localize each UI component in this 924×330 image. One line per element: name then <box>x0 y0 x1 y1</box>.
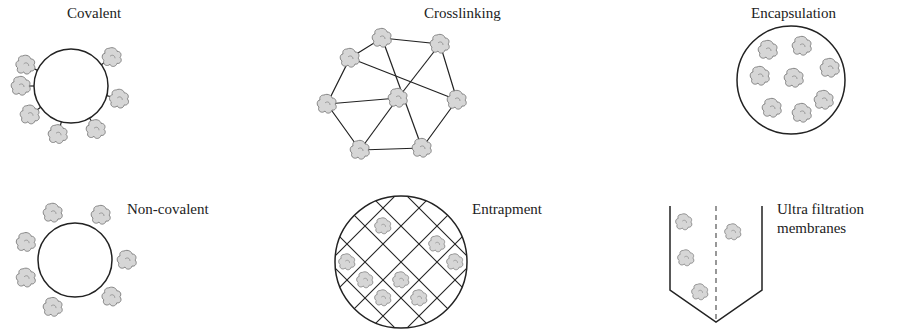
enzyme-blob <box>16 233 35 252</box>
reactor-vessel <box>670 206 762 322</box>
carrier-bead <box>38 223 112 297</box>
enzyme-blob <box>784 68 803 87</box>
method-label: Ultra filtration membranes <box>777 200 889 238</box>
enzyme-blob <box>412 138 431 157</box>
enzyme-blob <box>820 58 839 77</box>
enzyme-blob <box>350 140 369 159</box>
crosslinking-illustration <box>317 28 466 159</box>
enzyme-blob <box>20 105 39 124</box>
enzyme-blob <box>357 272 373 288</box>
enzyme-blob <box>411 290 427 306</box>
capsule <box>737 26 845 134</box>
enzyme-blob <box>11 76 30 95</box>
enzyme-blob <box>692 284 708 300</box>
enzyme-blob <box>750 66 769 85</box>
enzyme-blob <box>375 290 391 306</box>
enzyme-blob <box>814 90 833 109</box>
enzyme-blob <box>109 89 128 108</box>
enzyme-blob <box>317 94 336 113</box>
enzyme-blob <box>430 34 449 53</box>
enzyme-blob <box>388 88 407 107</box>
enzyme-blob <box>117 250 136 269</box>
enzyme-blob <box>102 287 121 306</box>
enzyme-blob <box>792 103 811 122</box>
enzyme-blob <box>429 236 445 252</box>
enzyme-blob <box>725 224 741 240</box>
method-label: Entrapment <box>472 200 542 219</box>
enzyme-blob <box>102 48 121 67</box>
covalent-illustration <box>11 48 128 144</box>
enzyme-blob <box>372 28 391 47</box>
enzyme-blob <box>48 125 67 144</box>
method-label: Covalent <box>67 4 121 23</box>
enzyme-blob <box>86 120 105 139</box>
method-label: Non-covalent <box>127 200 209 219</box>
method-label: Crosslinking <box>424 4 501 23</box>
enzyme-blob <box>16 268 35 287</box>
ultrafiltration-illustration <box>670 206 762 322</box>
enzyme-blob <box>762 98 781 117</box>
carrier-bead <box>34 49 108 123</box>
enzyme-blob <box>339 254 355 270</box>
noncovalent-illustration <box>16 203 136 316</box>
entrapment-illustration <box>330 190 472 330</box>
membrane <box>715 206 716 322</box>
method-label: Encapsulation <box>751 4 836 23</box>
gel-bead-outline <box>335 196 467 328</box>
enzyme-blob <box>16 55 35 74</box>
enzyme-blob <box>43 297 62 316</box>
enzyme-blob <box>340 48 359 67</box>
enzyme-blob <box>447 90 466 109</box>
enzyme-blob <box>91 205 110 224</box>
enzyme-blob <box>758 40 777 59</box>
enzyme-blob <box>447 254 463 270</box>
enzyme-blob <box>676 214 692 230</box>
crosslink-bond <box>327 38 457 150</box>
enzyme-blob <box>375 218 391 234</box>
enzyme-blob <box>792 36 811 55</box>
enzyme-blob <box>393 272 409 288</box>
enzyme-blob <box>678 250 694 266</box>
encapsulation-illustration <box>737 26 845 134</box>
enzyme-blob <box>43 203 62 222</box>
polymer-mesh <box>330 190 472 330</box>
